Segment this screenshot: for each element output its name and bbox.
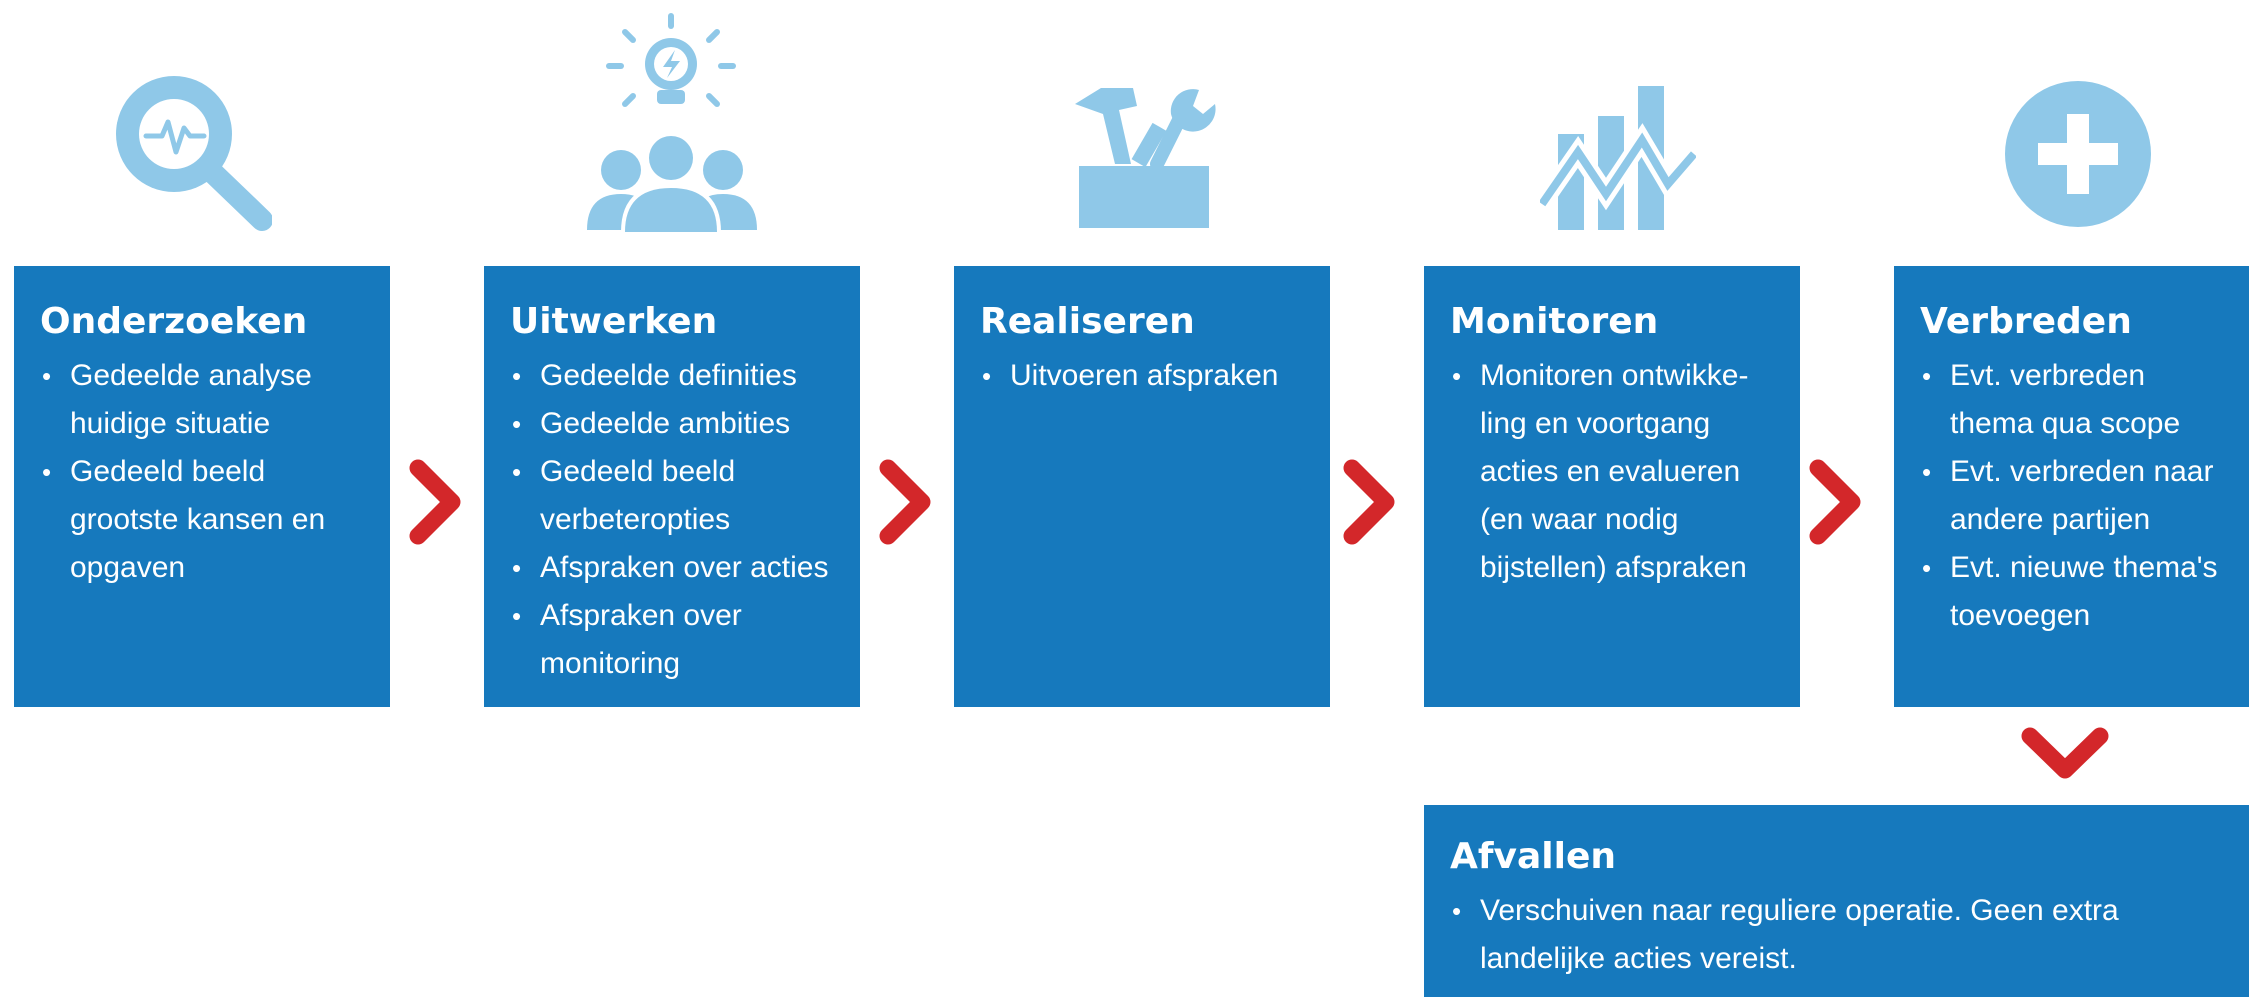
magnifier-icon [116,76,272,231]
list-item: Evt. verbreden thema qua scope [1920,352,2227,448]
list-item: Gedeelde analyse huidige situatie [40,352,368,448]
chevron-right-icon [1343,459,1395,545]
step-list: Monitoren ontwikke- ling en voortgang ac… [1450,352,1778,592]
list-item: Uitvoeren afspraken [980,352,1308,400]
list-item: Afspraken over acties [510,544,838,592]
step-title: Monitoren [1450,301,1659,342]
step-box-monitoren: Monitoren Monitoren ontwikke- ling en vo… [1424,266,1800,707]
step-title: Onderzoeken [40,301,308,342]
step-list: Gedeelde definities Gedeelde ambities Ge… [510,352,838,688]
step-box-onderzoeken: Onderzoeken Gedeelde analyse huidige sit… [14,266,390,707]
step-title: Uitwerken [510,301,718,342]
list-item: Monitoren ontwikke- ling en voortgang ac… [1450,352,1778,592]
chevron-down-icon [2021,727,2109,779]
step-list: Uitvoeren afspraken [980,352,1308,400]
chevron-right-icon [879,459,931,545]
plus-icon [2005,81,2151,227]
chevron-right-icon [1809,459,1861,545]
step-title: Verbreden [1920,301,2132,342]
toolbox-icon [1075,88,1216,228]
step-list: Evt. verbreden thema qua scope Evt. verb… [1920,352,2227,640]
list-item: Evt. nieuwe thema's toevoegen [1920,544,2227,640]
step-title: Realiseren [980,301,1195,342]
step-box-realiseren: Realiseren Uitvoeren afspraken [954,266,1330,707]
step-box-verbreden: Verbreden Evt. verbreden thema qua scope… [1894,266,2249,707]
list-item: Evt. verbreden naar andere partijen [1920,448,2227,544]
step-box-afvallen: Afvallen Verschuiven naar reguliere oper… [1424,805,2249,997]
list-item: Gedeelde ambities [510,400,838,448]
chevron-right-icon [409,459,461,545]
step-list: Gedeelde analyse huidige situatie Gedeel… [40,352,368,592]
bar-chart-icon [1540,86,1696,230]
team-idea-icon [587,13,757,232]
step-title: Afvallen [1450,836,1617,877]
list-item: Gedeelde definities [510,352,838,400]
step-box-uitwerken: Uitwerken Gedeelde definities Gedeelde a… [484,266,860,707]
list-item: Gedeeld beeld verbeteropties [510,448,838,544]
list-item: Verschuiven naar reguliere operatie. Gee… [1450,887,2227,983]
list-item: Afspraken over monitoring [510,592,838,688]
list-item: Gedeeld beeld grootste kansen en opgaven [40,448,368,592]
step-list: Verschuiven naar reguliere operatie. Gee… [1450,887,2227,983]
